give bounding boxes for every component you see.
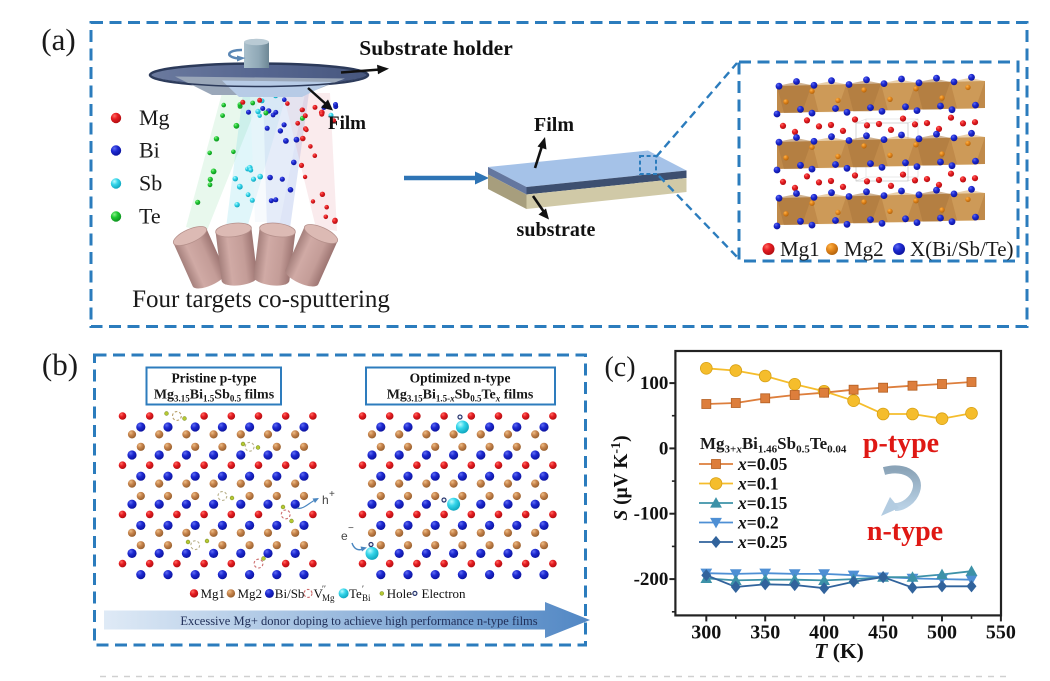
svg-text:350: 350 [750, 621, 780, 643]
svg-text:400: 400 [809, 621, 839, 643]
svg-text:S (μV K-1): S (μV K-1) [609, 435, 632, 520]
svg-text:X(Bi/Sb/Te): X(Bi/Sb/Te) [910, 237, 1014, 261]
svg-text:Sb: Sb [139, 171, 162, 196]
svg-text:450: 450 [868, 621, 898, 643]
svg-text:x=0.2: x=0.2 [737, 513, 779, 533]
svg-text:-100: -100 [634, 504, 669, 525]
svg-text:substrate: substrate [517, 219, 596, 241]
svg-text:x=0.1: x=0.1 [737, 474, 779, 494]
svg-text:Mg1: Mg1 [201, 586, 226, 601]
svg-text:Bi/Sb: Bi/Sb [275, 586, 305, 601]
svg-text:(a): (a) [41, 22, 75, 57]
svg-text:h: h [322, 493, 329, 507]
svg-text:Mg3.15Bi1.5Sb0.5 films: Mg3.15Bi1.5Sb0.5 films [154, 388, 275, 404]
svg-text:-200: -200 [634, 569, 669, 590]
svg-text:′′: ′′ [322, 584, 326, 594]
svg-text:(b): (b) [42, 347, 78, 382]
svg-text:T (K): T (K) [814, 639, 864, 663]
svg-text:e: e [341, 529, 348, 543]
svg-text:x=0.05: x=0.05 [737, 454, 788, 474]
svg-text:n-type: n-type [867, 516, 943, 547]
svg-text:V: V [314, 586, 324, 601]
svg-text:500: 500 [927, 621, 957, 643]
svg-text:Bi: Bi [139, 138, 160, 163]
svg-text:0: 0 [659, 438, 669, 459]
svg-text:Excessive Mg+ donor doping to: Excessive Mg+ donor doping to achieve hi… [180, 614, 537, 628]
svg-text:′: ′ [362, 584, 364, 594]
svg-text:−: − [348, 523, 354, 534]
svg-text:100: 100 [640, 373, 669, 394]
svg-text:Mg2: Mg2 [238, 586, 263, 601]
svg-text:Electron: Electron [422, 586, 467, 601]
svg-text:Mg2: Mg2 [844, 237, 884, 261]
svg-text:+: + [329, 489, 335, 500]
svg-text:Film: Film [534, 114, 574, 136]
svg-text:Mg: Mg [139, 105, 170, 130]
svg-text:Four targets co-sputtering: Four targets co-sputtering [132, 286, 390, 313]
svg-text:Mg: Mg [322, 593, 335, 603]
svg-text:Pristine p-type: Pristine p-type [171, 371, 256, 386]
svg-text:Te: Te [349, 586, 362, 601]
svg-text:p-type: p-type [863, 428, 939, 459]
svg-text:Optimized n-type: Optimized n-type [410, 371, 511, 386]
svg-text:Mg3.15Bi1.5-xSb0.5Tex films: Mg3.15Bi1.5-xSb0.5Tex films [387, 388, 534, 404]
svg-text:550: 550 [986, 621, 1016, 643]
svg-text:Hole: Hole [387, 586, 413, 601]
svg-text:Mg1: Mg1 [780, 237, 820, 261]
svg-text:Te: Te [139, 204, 161, 229]
svg-text:Bi: Bi [362, 593, 371, 603]
svg-text:Substrate holder: Substrate holder [359, 36, 513, 60]
svg-text:Film: Film [328, 113, 366, 134]
svg-text:x=0.25: x=0.25 [737, 532, 788, 552]
svg-text:300: 300 [691, 621, 721, 643]
svg-text:(c): (c) [604, 352, 635, 383]
svg-text:x=0.15: x=0.15 [737, 493, 788, 513]
svg-text:Mg3+xBi1.46Sb0.5Te0.04: Mg3+xBi1.46Sb0.5Te0.04 [700, 434, 847, 456]
